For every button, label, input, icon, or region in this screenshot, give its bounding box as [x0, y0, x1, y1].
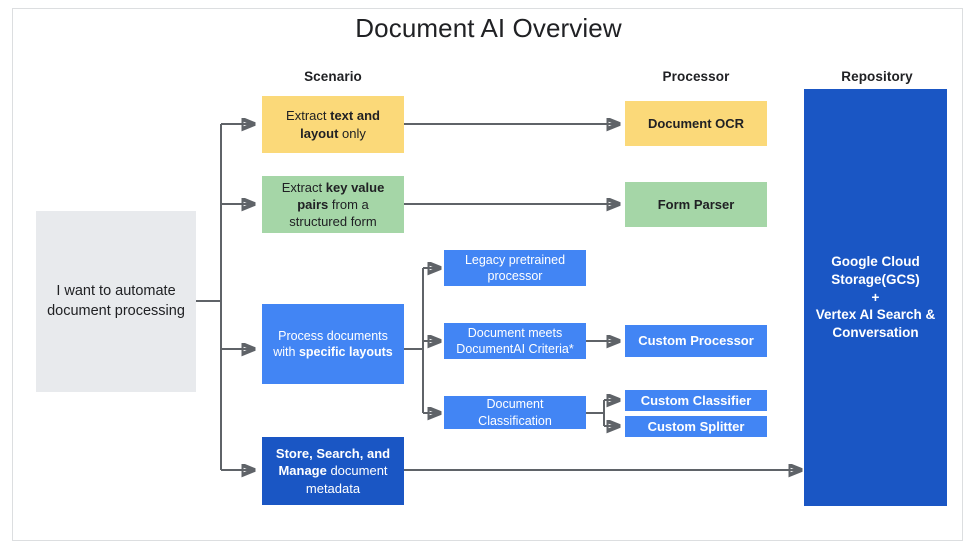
processor-custom-classifier[interactable]: Custom Classifier — [625, 390, 767, 411]
processor-custom-processor-label: Custom Processor — [638, 333, 754, 349]
column-header-processor: Processor — [662, 69, 730, 84]
processor-custom-classifier-label: Custom Classifier — [640, 392, 752, 408]
column-header-repository: Repository — [841, 69, 913, 84]
processor-custom-processor[interactable]: Custom Processor — [625, 325, 767, 357]
repository-node[interactable]: Google Cloud Storage(GCS) + Vertex AI Se… — [804, 89, 947, 506]
repository-line-5: Conversation — [832, 325, 919, 341]
page-title: Document AI Overview — [355, 13, 622, 43]
subpath-document-meets-criteria[interactable]: Document meets DocumentAI Criteria* — [444, 323, 586, 359]
scenario-process-specific-layouts-label: Process documents with specific layouts — [273, 328, 393, 360]
subpath-legacy-pretrained-processor[interactable]: Legacy pretrained processor — [444, 250, 586, 286]
processor-document-ocr-label: Document OCR — [647, 115, 745, 131]
repository-line-3: + — [871, 289, 880, 305]
scenario-store-search-manage[interactable]: Store, Search, and Manage document metad… — [262, 437, 404, 505]
processor-document-ocr[interactable]: Document OCR — [625, 101, 767, 146]
start-node[interactable]: I want to automate document processing — [36, 211, 196, 392]
subpath-document-classification[interactable]: Document Classification — [444, 396, 586, 429]
column-header-scenario: Scenario — [304, 69, 362, 84]
repository-line-1: Google Cloud — [831, 253, 920, 269]
repository-line-2: Storage(GCS) — [831, 271, 920, 287]
scenario-extract-key-value-label: Extract key value pairs from a structure… — [281, 179, 385, 230]
scenario-extract-text-layout[interactable]: Extract text and layout only — [262, 96, 404, 153]
scenario-store-search-manage-label: Store, Search, and Manage document metad… — [275, 446, 391, 496]
start-node-label: I want to automate document processing — [47, 283, 185, 319]
scenario-extract-key-value[interactable]: Extract key value pairs from a structure… — [262, 176, 404, 233]
scenario-extract-text-layout-label: Extract text and layout only — [286, 108, 380, 141]
processor-custom-splitter[interactable]: Custom Splitter — [625, 416, 767, 437]
processor-form-parser[interactable]: Form Parser — [625, 182, 767, 227]
processor-form-parser-label: Form Parser — [657, 196, 735, 212]
subpath-document-classification-label: Document Classification — [478, 397, 552, 428]
processor-custom-splitter-label: Custom Splitter — [647, 418, 745, 434]
subpath-legacy-pretrained-processor-label: Legacy pretrained processor — [464, 252, 566, 284]
repository-line-4: Vertex AI Search & — [815, 307, 936, 323]
scenario-process-specific-layouts[interactable]: Process documents with specific layouts — [262, 304, 404, 384]
subpath-document-meets-criteria-label: Document meets DocumentAI Criteria* — [456, 325, 574, 357]
